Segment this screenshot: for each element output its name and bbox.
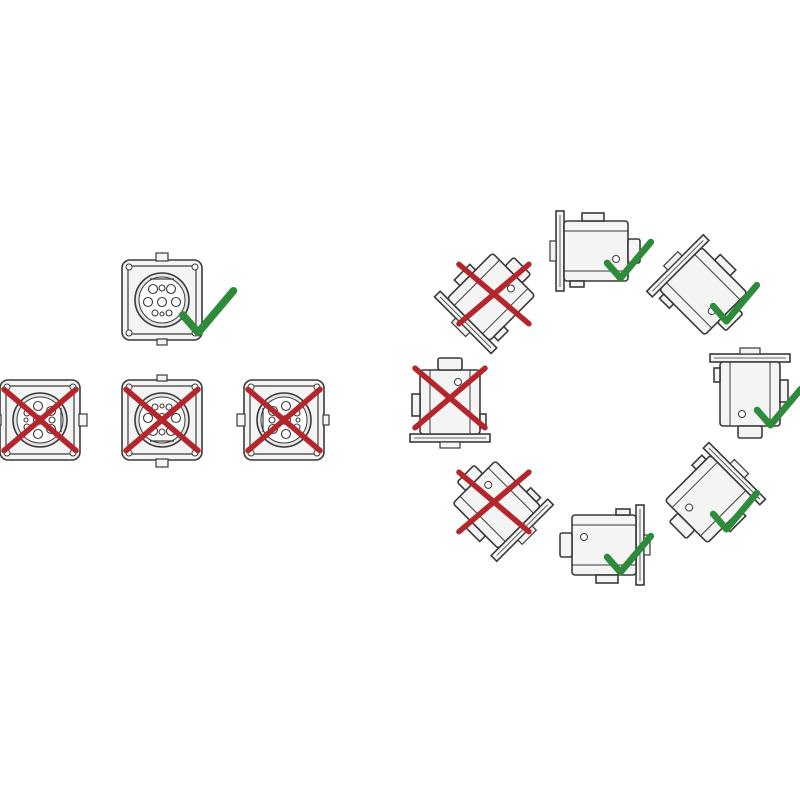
check-mark-icon xyxy=(178,286,238,337)
cross-mark-icon xyxy=(412,365,488,431)
side-socket-correct xyxy=(709,347,800,439)
front-view-group xyxy=(0,252,330,468)
front-socket-incorrect xyxy=(121,374,203,468)
side-socket-correct xyxy=(645,233,761,335)
side-socket-correct xyxy=(549,210,655,292)
check-mark-icon xyxy=(603,238,655,282)
front-socket-correct xyxy=(121,252,238,346)
cross-mark-icon xyxy=(456,469,532,535)
side-socket-correct xyxy=(559,504,655,586)
side-socket-incorrect xyxy=(453,461,555,563)
side-view-group xyxy=(409,210,800,586)
check-mark-icon xyxy=(753,385,800,429)
front-socket-incorrect xyxy=(236,379,330,461)
front-socket-incorrect xyxy=(0,379,88,461)
cross-mark-icon xyxy=(245,386,323,454)
check-mark-icon xyxy=(603,532,655,576)
side-socket-incorrect xyxy=(409,357,491,449)
side-socket-correct xyxy=(665,441,767,543)
cross-mark-icon xyxy=(123,386,201,454)
side-socket-incorrect xyxy=(433,253,535,355)
check-mark-icon xyxy=(709,281,761,325)
cross-mark-icon xyxy=(456,261,532,327)
cross-mark-icon xyxy=(1,386,79,454)
check-mark-icon xyxy=(709,489,761,533)
